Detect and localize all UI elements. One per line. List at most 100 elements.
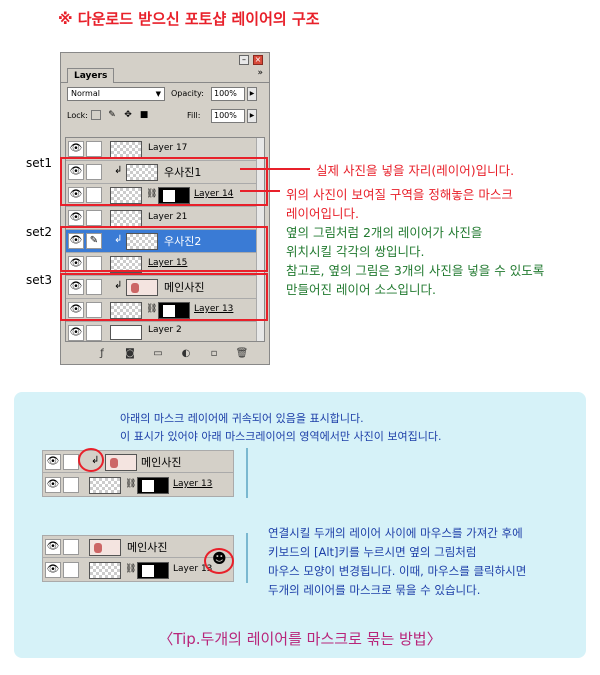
annotation-arrow-2 xyxy=(240,190,280,192)
photo-thumbnail xyxy=(105,454,137,471)
layer-style-icon[interactable]: ƒ xyxy=(100,348,104,359)
new-group-icon[interactable]: ▭ xyxy=(153,348,163,359)
minimize-icon[interactable]: – xyxy=(239,55,249,65)
eye-icon[interactable]: 👁 xyxy=(45,562,61,578)
close-icon[interactable]: × xyxy=(253,55,263,65)
new-layer-icon[interactable]: ▫ xyxy=(210,348,218,359)
layer-thumbnail xyxy=(110,325,142,340)
layer-name: 메인사진 xyxy=(127,541,168,554)
add-mask-icon[interactable]: ◙ xyxy=(125,348,135,359)
opacity-arrow-icon[interactable]: ▶ xyxy=(247,87,257,101)
eye-icon[interactable]: 👁 xyxy=(68,187,84,203)
divider-line xyxy=(246,448,248,498)
layer-row[interactable]: 👁 ⛓ Layer 13 xyxy=(66,299,256,322)
scrollbar[interactable] xyxy=(256,138,264,341)
set1-highlight xyxy=(60,157,268,206)
fill-arrow-icon[interactable]: ▶ xyxy=(247,109,257,123)
layer-name: Layer 13 xyxy=(173,479,213,489)
link-slot[interactable] xyxy=(63,477,79,493)
chain-icon[interactable]: ⛓ xyxy=(125,564,137,574)
set3-label: set3 xyxy=(26,273,52,287)
layer-thumbnail xyxy=(89,477,121,494)
layer-name: Layer 2 xyxy=(148,325,182,335)
adjustment-layer-icon[interactable]: ◐ xyxy=(181,348,191,359)
link-slot[interactable] xyxy=(86,279,102,295)
panel-menu-icon[interactable]: » xyxy=(257,68,263,78)
layer-row[interactable]: 👁 ↲ 메인사진 xyxy=(66,276,256,299)
eye-icon[interactable]: 👁 xyxy=(68,210,84,226)
clip-arrow-icon: ↲ xyxy=(114,165,123,176)
layer-name: 메인사진 xyxy=(141,456,182,469)
layer-row[interactable]: 👁 ⛓ Layer 13 xyxy=(43,559,233,581)
trash-icon[interactable]: 🗑 xyxy=(235,348,249,359)
chevron-down-icon: ▼ xyxy=(155,90,161,98)
eye-icon[interactable]: 👁 xyxy=(68,164,84,180)
layer-thumbnail xyxy=(110,256,142,273)
eye-icon[interactable]: 👁 xyxy=(45,539,61,555)
clip-cursor-icon: ☻ xyxy=(212,551,227,567)
layer-row[interactable]: 👁 Layer 17 xyxy=(66,138,256,161)
eye-icon[interactable]: 👁 xyxy=(68,302,84,318)
chain-icon[interactable]: ⛓ xyxy=(125,479,137,489)
layer-row-selected[interactable]: 👁 ✎ ↲ 우사진2 xyxy=(66,230,256,253)
link-slot[interactable] xyxy=(63,539,79,555)
note-line-3: 참고로, 옆의 그림은 3개의 사진을 넣을 수 있도록 xyxy=(286,263,545,278)
layer-row[interactable]: 👁 Layer 2 xyxy=(66,322,256,341)
panel-bottom-toolbar: ƒ ◙ ▭ ◐ ▫ 🗑 xyxy=(65,345,265,363)
tip-desc-1: 연결시킬 두개의 레이어 사이에 마우스를 가져간 후에 xyxy=(268,526,523,540)
layer-thumbnail xyxy=(126,233,158,250)
link-slot[interactable] xyxy=(86,164,102,180)
layer-row[interactable]: 👁 ⛓ Layer 13 xyxy=(43,474,233,496)
layer-row[interactable]: 👁 ⛓ Layer 14 xyxy=(66,184,256,207)
eye-icon[interactable]: 👁 xyxy=(45,454,61,470)
opacity-input[interactable]: 100% xyxy=(211,87,245,101)
cursor-highlight xyxy=(204,548,234,574)
blend-mode-select[interactable]: Normal ▼ xyxy=(67,87,165,101)
mini-layers-2: 👁 메인사진 👁 ⛓ Layer 13 xyxy=(42,535,234,582)
layer-thumbnail xyxy=(110,302,142,319)
link-slot[interactable] xyxy=(86,302,102,318)
tip-note-1: 아래의 마스크 레이어에 귀속되어 있음을 표시합니다. xyxy=(120,412,364,425)
annotation-mask-line1: 위의 사진이 보여질 구역을 정해놓은 마스크 xyxy=(286,187,513,202)
lock-icon[interactable]: ■ xyxy=(139,110,149,120)
chain-icon[interactable]: ⛓ xyxy=(146,304,158,314)
chain-icon[interactable]: ⛓ xyxy=(146,189,158,199)
eye-icon[interactable]: 👁 xyxy=(68,233,84,249)
annotation-arrow-1 xyxy=(240,168,310,170)
layer-row[interactable]: 👁 메인사진 xyxy=(43,536,233,558)
layer-name: Layer 21 xyxy=(148,212,188,222)
link-slot[interactable] xyxy=(86,325,102,341)
eye-icon[interactable]: 👁 xyxy=(45,477,61,493)
layer-row[interactable]: 👁 Layer 21 xyxy=(66,207,256,230)
layer-row[interactable]: 👁 ↲ 메인사진 xyxy=(43,451,233,473)
move-icon[interactable]: ✥ xyxy=(124,110,132,120)
mask-thumbnail xyxy=(158,187,190,204)
link-slot[interactable] xyxy=(86,210,102,226)
eye-icon[interactable]: 👁 xyxy=(68,279,84,295)
layer-row[interactable]: 👁 ↲ 우사진1 xyxy=(66,161,256,184)
lock-transparency-icon[interactable] xyxy=(91,110,101,120)
note-line-4: 만들어진 레이어 소스입니다. xyxy=(286,282,436,297)
link-slot[interactable] xyxy=(63,562,79,578)
link-slot[interactable] xyxy=(86,187,102,203)
brush-icon[interactable]: ✎ xyxy=(86,233,102,249)
set3-highlight xyxy=(60,273,268,321)
link-slot[interactable] xyxy=(86,141,102,157)
photo-thumbnail xyxy=(126,279,158,296)
blend-mode-value: Normal xyxy=(71,89,100,98)
eye-icon[interactable]: 👁 xyxy=(68,141,84,157)
tip-note-2: 이 표시가 있어야 아래 마스크레이어의 영역에서만 사진이 보여집니다. xyxy=(120,430,442,443)
link-slot[interactable] xyxy=(63,454,79,470)
set2-highlight xyxy=(60,226,268,272)
eye-icon[interactable]: 👁 xyxy=(68,325,84,341)
tab-layers[interactable]: Layers xyxy=(67,68,115,83)
layer-name: Layer 15 xyxy=(148,258,188,268)
fill-label: Fill: xyxy=(187,111,201,120)
photo-thumbnail xyxy=(89,539,121,556)
opacity-label: Opacity: xyxy=(171,89,204,98)
tip-caption: 〈Tip.두개의 레이어를 마스크로 묶는 방법〉 xyxy=(158,630,442,648)
brush-icon[interactable]: ✎ xyxy=(108,110,116,120)
mask-thumbnail xyxy=(137,477,169,494)
fill-input[interactable]: 100% xyxy=(211,109,245,123)
layer-name: Layer 13 xyxy=(173,564,213,574)
